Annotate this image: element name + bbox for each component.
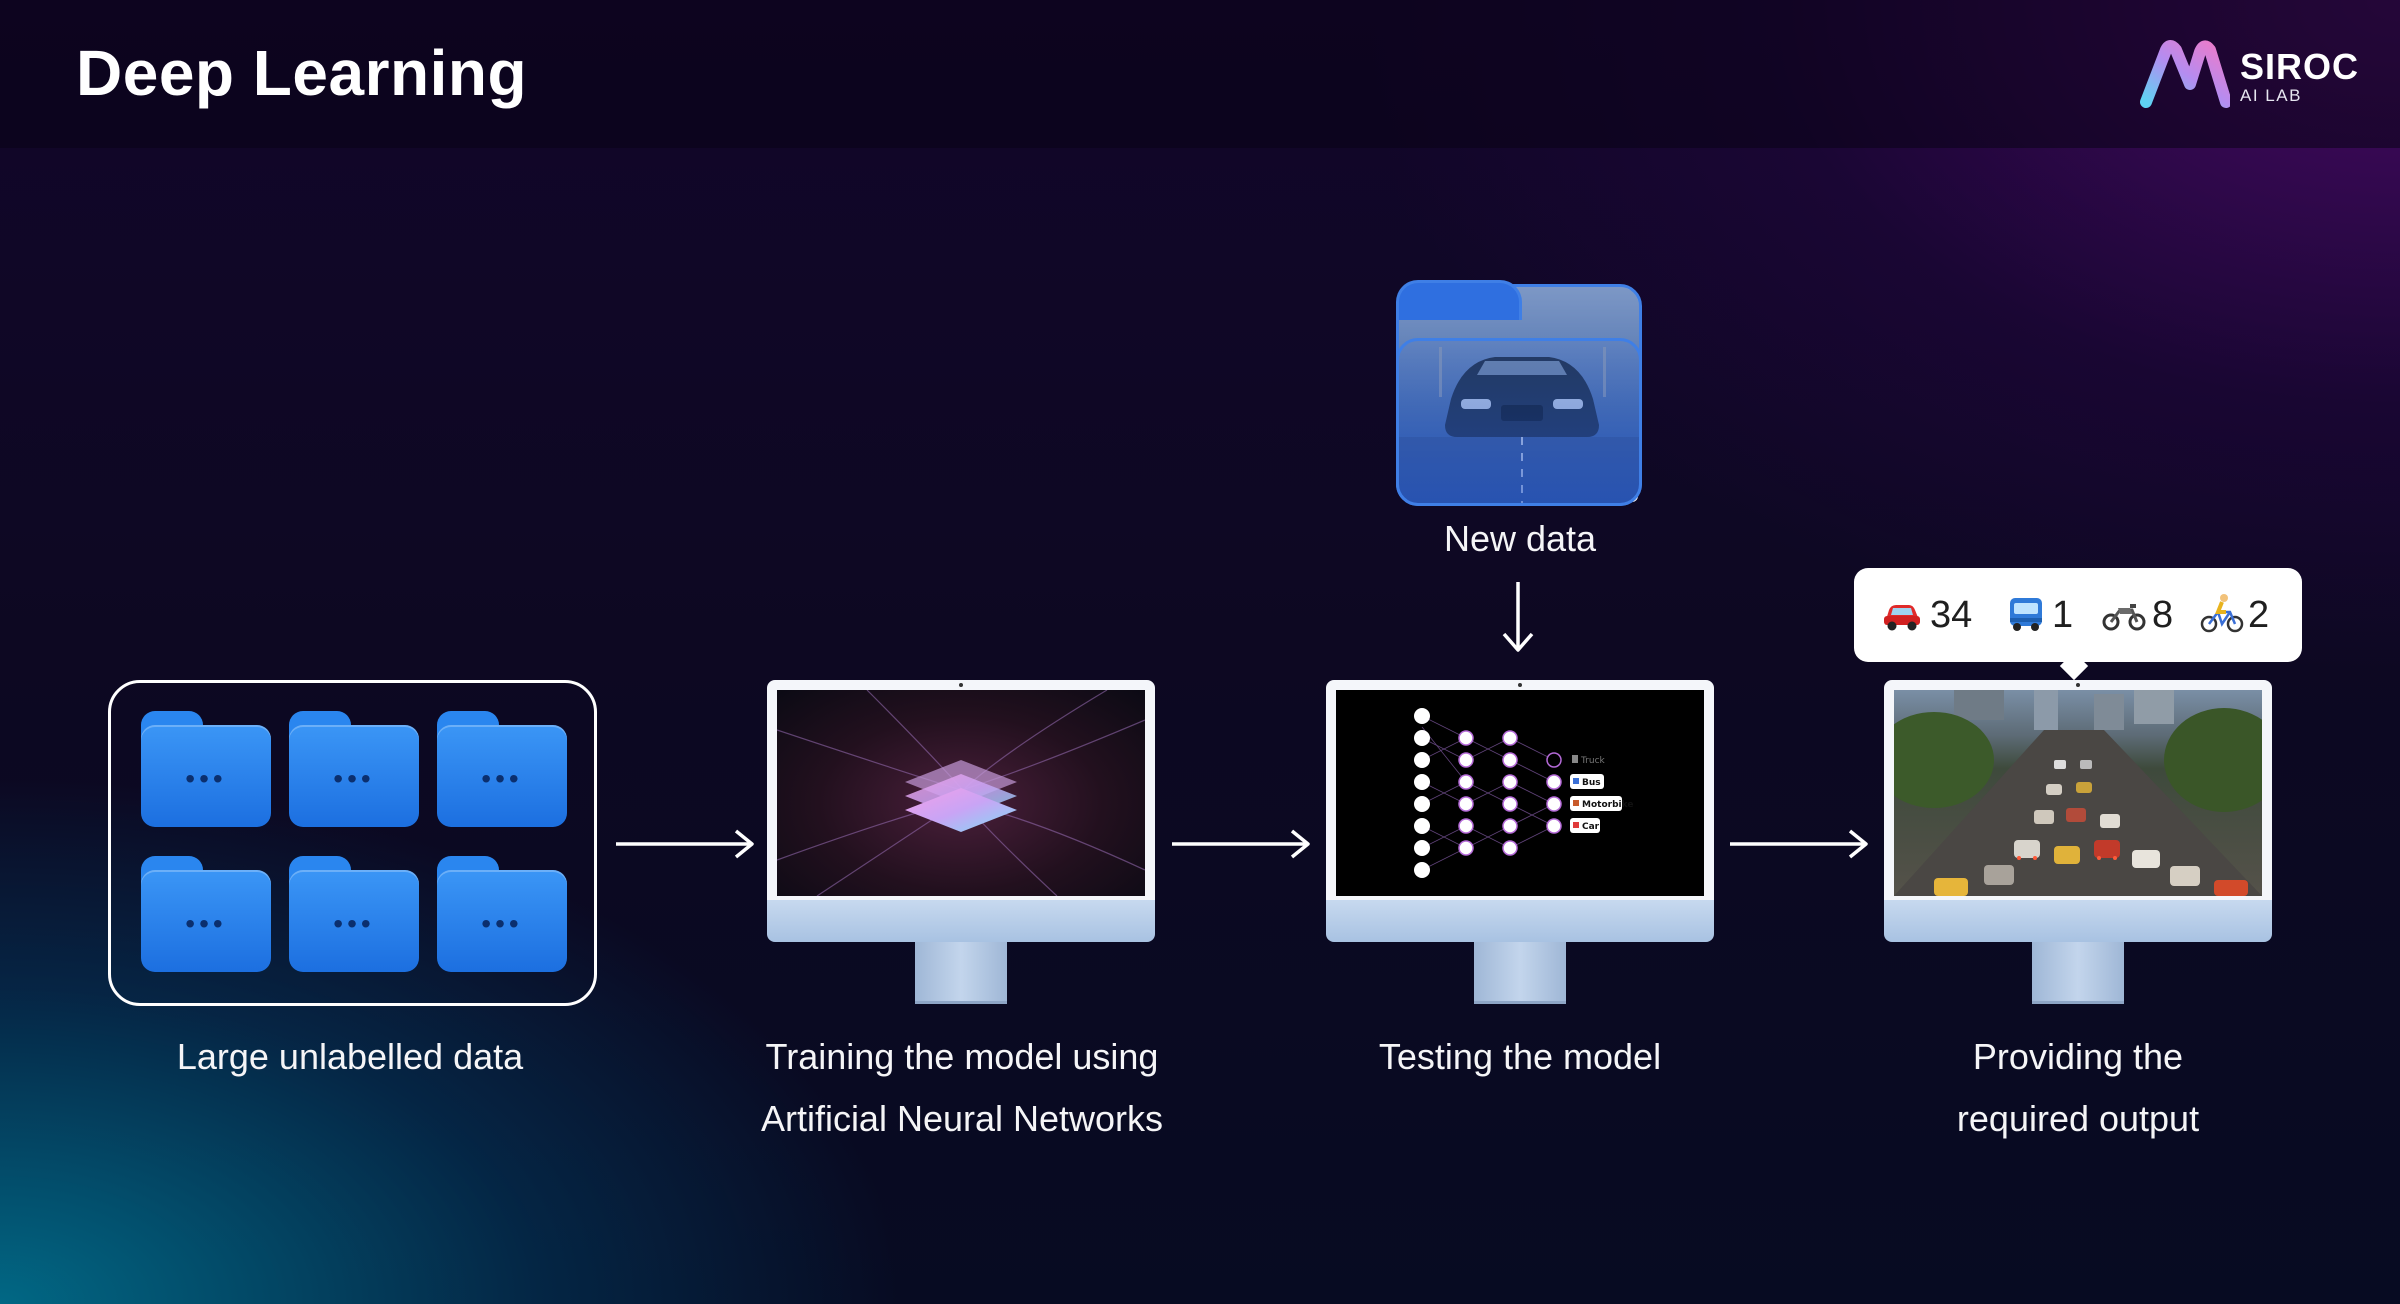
traffic-scene-icon — [1894, 690, 2262, 896]
output-label-bus: Bus — [1582, 778, 1601, 788]
output-label-car: Car — [1582, 822, 1600, 832]
siroc-logo: SIROC AI LAB — [2140, 40, 2360, 110]
bicycle-count: 2 — [2248, 594, 2270, 636]
folder-icon: ••• — [289, 856, 419, 972]
unlabelled-data-frame: ••• ••• ••• ••• ••• ••• — [108, 680, 597, 1006]
folder-icon: ••• — [289, 711, 419, 827]
output-label-motorbike: Motorbike — [1582, 800, 1633, 810]
new-data-label: New data — [1443, 518, 1597, 559]
neural-glow-image — [777, 690, 1145, 896]
siroc-logo-icon — [2140, 40, 2232, 108]
neural-network-diagram: Truck Bus Motorbike Car — [1336, 690, 1704, 896]
header-bar — [0, 0, 2400, 148]
car-icon — [1884, 605, 1920, 631]
bicycle-icon — [2200, 594, 2244, 633]
flow-arrow-icon — [1730, 829, 1868, 859]
ai-layers-icon — [777, 690, 1145, 896]
output-label-truck: Truck — [1580, 756, 1606, 766]
flow-arrow-icon — [1172, 829, 1310, 859]
step-label-testing: Testing the model — [1378, 1036, 1662, 1077]
output-monitor — [1884, 680, 2272, 1004]
logo-subtitle: AI LAB — [2240, 86, 2302, 105]
logo-wordmark: SIROC — [2240, 46, 2360, 87]
folder-icon: ••• — [437, 856, 567, 972]
step-label-large-unlabelled-data: Large unlabelled data — [176, 1036, 524, 1077]
output-count-callout: 34 1 8 2 — [1854, 568, 2302, 662]
training-monitor — [767, 680, 1155, 1004]
car-count: 34 — [1930, 594, 1973, 636]
down-arrow-icon — [1502, 582, 1534, 652]
testing-monitor: Truck Bus Motorbike Car — [1326, 680, 1714, 1004]
traffic-photo — [1894, 690, 2262, 896]
step-label-output: Providing the required output — [1956, 1036, 2200, 1139]
folder-icon: ••• — [141, 856, 271, 972]
motorbike-count: 8 — [2152, 594, 2174, 636]
page-title: Deep Learning — [76, 37, 528, 109]
bus-count: 1 — [2052, 594, 2074, 636]
folder-icon: ••• — [141, 711, 271, 827]
folder-icon: ••• — [437, 711, 567, 827]
step-label-training: Training the model using Artificial Neur… — [760, 1036, 1164, 1139]
flow-arrow-icon — [616, 829, 754, 859]
bus-icon — [2010, 598, 2042, 631]
motorbike-icon — [2102, 604, 2146, 631]
new-data-image-stack — [1396, 280, 1646, 510]
neural-network-icon: Truck Bus Motorbike Car — [1414, 708, 1633, 878]
